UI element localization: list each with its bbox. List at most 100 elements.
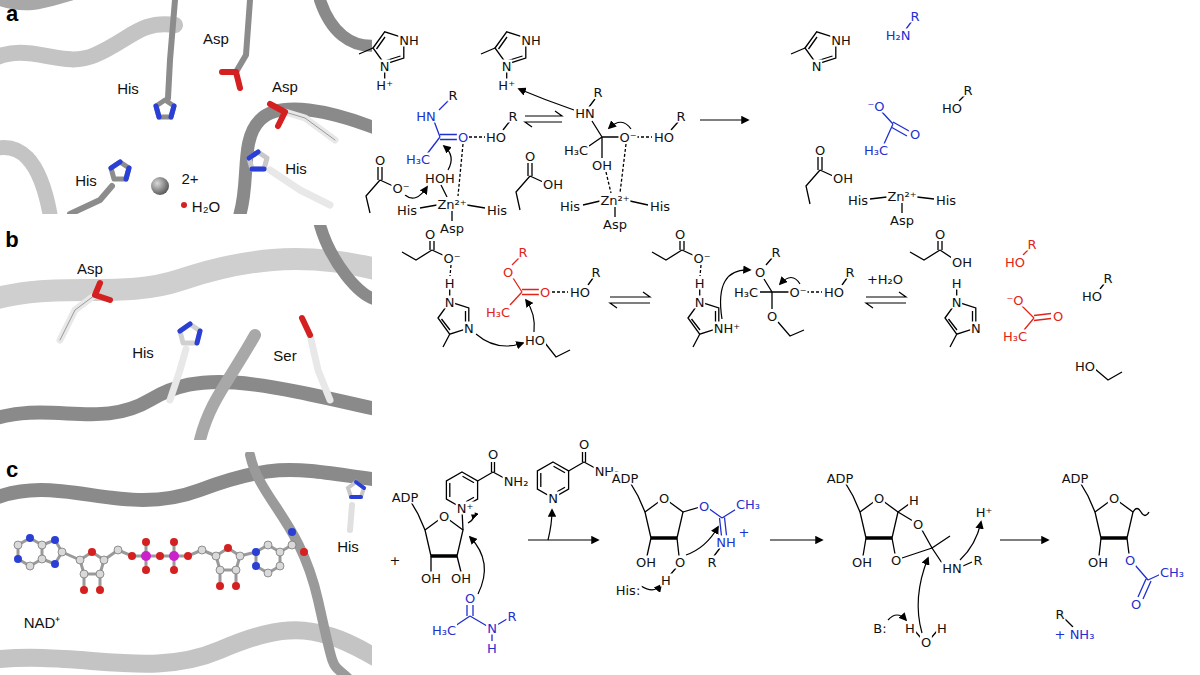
residue-label: His: [337, 539, 359, 554]
protein-ribbon: [0, 630, 372, 663]
atom-label: O: [457, 131, 469, 144]
nad-molecule: [252, 562, 260, 570]
residue-sticks: [60, 283, 330, 400]
chemical-bond: [510, 250, 1051, 330]
atom-label: H₃C: [1002, 330, 1028, 343]
atom-label: O⁻: [788, 286, 807, 299]
atom-label: O: [909, 128, 921, 141]
nad-molecule: [80, 586, 88, 594]
atom-label: N: [486, 622, 498, 635]
nad-molecule: [224, 544, 232, 552]
atom-label: O: [1052, 310, 1064, 323]
reaction-arrow: [405, 89, 748, 198]
atom-label: OH: [1087, 556, 1109, 569]
chemical-bond: [1065, 538, 1129, 627]
nad-molecule: [236, 552, 244, 560]
chemical-bond: [455, 605, 507, 641]
atom-label: R: [447, 89, 458, 102]
residue-sticks: [270, 104, 285, 126]
chemical-bond: [647, 507, 720, 575]
atom-label: O: [1124, 554, 1136, 567]
atom-label: H: [486, 642, 498, 655]
atom-label: O: [920, 636, 932, 649]
chemical-bond: [441, 185, 447, 197]
reaction-arrow: [476, 270, 906, 346]
atom-label: ADP: [1061, 472, 1090, 485]
nad-molecule: [170, 566, 178, 574]
nad-molecule: [252, 548, 260, 556]
residue-label: His: [285, 161, 307, 176]
atom-label: ⁻O: [866, 100, 885, 113]
atom-label: N: [694, 296, 706, 309]
atom-label: His: [649, 200, 671, 213]
nad-molecule: [264, 569, 272, 577]
atom-label: O: [487, 448, 499, 461]
reaction-arrow: [609, 122, 631, 129]
atom-label: O: [464, 592, 476, 605]
atom-label: R: [962, 84, 973, 97]
atom-label: HN: [574, 107, 596, 120]
nad-molecule: [212, 552, 220, 560]
atom-label: H₃C: [431, 624, 457, 637]
atom-label: NH: [398, 34, 420, 47]
chemical-bond: [510, 258, 539, 305]
atom-label: Asp: [602, 218, 628, 231]
atom-label: O: [374, 154, 386, 167]
atom-label: HO: [569, 286, 591, 299]
atom-label: HN: [941, 562, 963, 575]
reaction-arrow: [519, 89, 574, 110]
atom-label: H: [951, 277, 963, 290]
atom-label: O: [539, 286, 551, 299]
atom-label: +: [1054, 628, 1067, 641]
atom-label: H: [694, 277, 706, 290]
atom-label: O: [438, 510, 450, 523]
atom-label: HO: [941, 102, 963, 115]
chemical-bond: [806, 157, 833, 204]
residue-label: His: [117, 81, 139, 96]
atom-label: ⁻O: [1005, 294, 1024, 307]
nad-molecule: [198, 546, 206, 554]
atom-label: N: [811, 60, 823, 73]
chemical-bond: [1100, 284, 1104, 289]
atom-label: NH₃: [1069, 628, 1096, 641]
atom-label: CH₃: [735, 498, 761, 511]
reaction-arrow: [470, 537, 484, 594]
nad-molecule: [14, 528, 308, 594]
atom-label: His: [559, 200, 581, 213]
residue-sticks: [60, 295, 95, 340]
chemical-bond: [366, 167, 393, 213]
atom-label: O: [754, 266, 766, 279]
residue-sticks: [170, 349, 186, 400]
atom-label: R: [909, 10, 920, 23]
reaction-arrow: [548, 510, 552, 540]
nad-molecule: [276, 548, 284, 556]
atom-label: HO: [485, 131, 507, 144]
chemical-bond: [708, 508, 738, 536]
atom-label: O: [658, 492, 670, 505]
panel-letter: c: [6, 459, 18, 481]
atom-label: CH₃: [1159, 566, 1185, 579]
atom-label: His:: [615, 584, 642, 597]
chemical-bond: [516, 163, 543, 210]
zinc-ion: [151, 177, 169, 195]
atom-label: H: [660, 574, 672, 587]
atom-label: H: [908, 494, 920, 507]
atom-label: R: [517, 246, 528, 259]
atom-label: H₃C: [485, 306, 511, 319]
atom-label: OH: [450, 572, 472, 585]
residue-sticks: [351, 482, 364, 497]
residue-label: Asp: [77, 261, 103, 276]
atom-label: R: [1102, 272, 1113, 285]
residue-sticks: [180, 324, 200, 343]
atom-label: +: [389, 554, 402, 567]
atom-label: O: [766, 310, 778, 323]
nad-molecule: [88, 548, 96, 556]
chemical-bond: [458, 144, 463, 196]
residue-sticks: [156, 100, 174, 117]
residue-sticks: [285, 112, 335, 140]
nad-molecule: [128, 552, 136, 560]
atom-label: NH: [715, 536, 737, 549]
protein-ribbon: [0, 382, 372, 420]
atom-label: OH: [851, 556, 873, 569]
